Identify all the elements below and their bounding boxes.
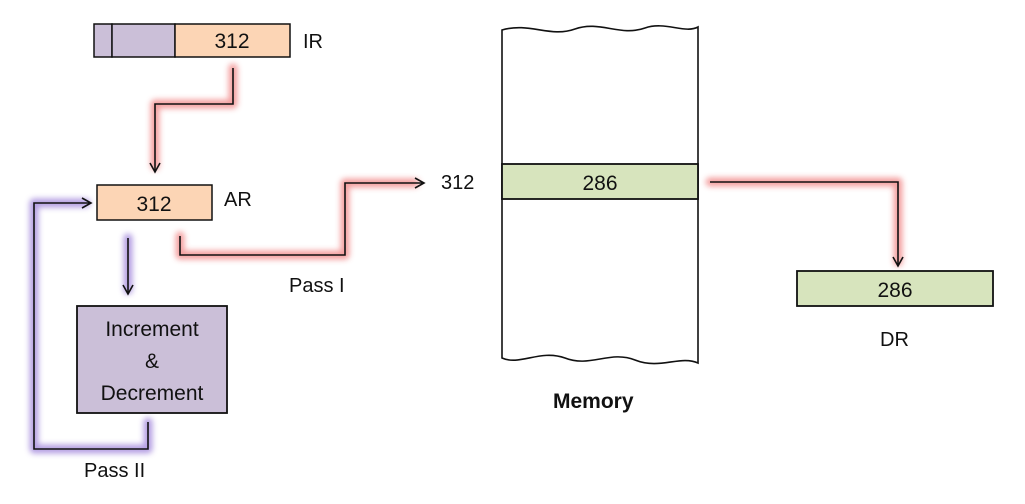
- ir-to-ar-arrow: [149, 68, 234, 174]
- memory-cell-value: 286: [582, 172, 617, 195]
- memory-address-label: 312: [441, 172, 474, 194]
- memory-label: Memory: [553, 390, 634, 413]
- pass-2-label: Pass II: [84, 460, 145, 482]
- ar-label: AR: [224, 189, 252, 211]
- ar-value: 312: [136, 193, 171, 216]
- dr-register: 286: [796, 270, 994, 307]
- ar-register: 312: [96, 184, 213, 221]
- unit-to-ar-arrow: [33, 197, 149, 450]
- ir-opcode-field: [111, 23, 176, 58]
- ir-mode-field: [93, 23, 113, 58]
- unit-line-2: &: [145, 350, 159, 373]
- unit-line-3: Decrement: [101, 382, 204, 405]
- memory-block: 286: [501, 25, 699, 365]
- increment-decrement-unit: Increment & Decrement: [76, 305, 228, 414]
- unit-line-1: Increment: [105, 318, 199, 341]
- ir-address-value: 312: [214, 30, 249, 53]
- pass-1-label: Pass I: [289, 275, 345, 297]
- dr-label: DR: [880, 329, 909, 351]
- dr-value: 286: [877, 279, 912, 302]
- ar-to-memory-arrow: [179, 177, 426, 256]
- ir-register: 312: [93, 23, 291, 58]
- memory-cell: [501, 163, 699, 200]
- memory-to-dr-arrow: [710, 181, 904, 268]
- ir-label: IR: [303, 31, 323, 53]
- ir-address-field: [174, 23, 291, 58]
- connectors: [33, 68, 904, 450]
